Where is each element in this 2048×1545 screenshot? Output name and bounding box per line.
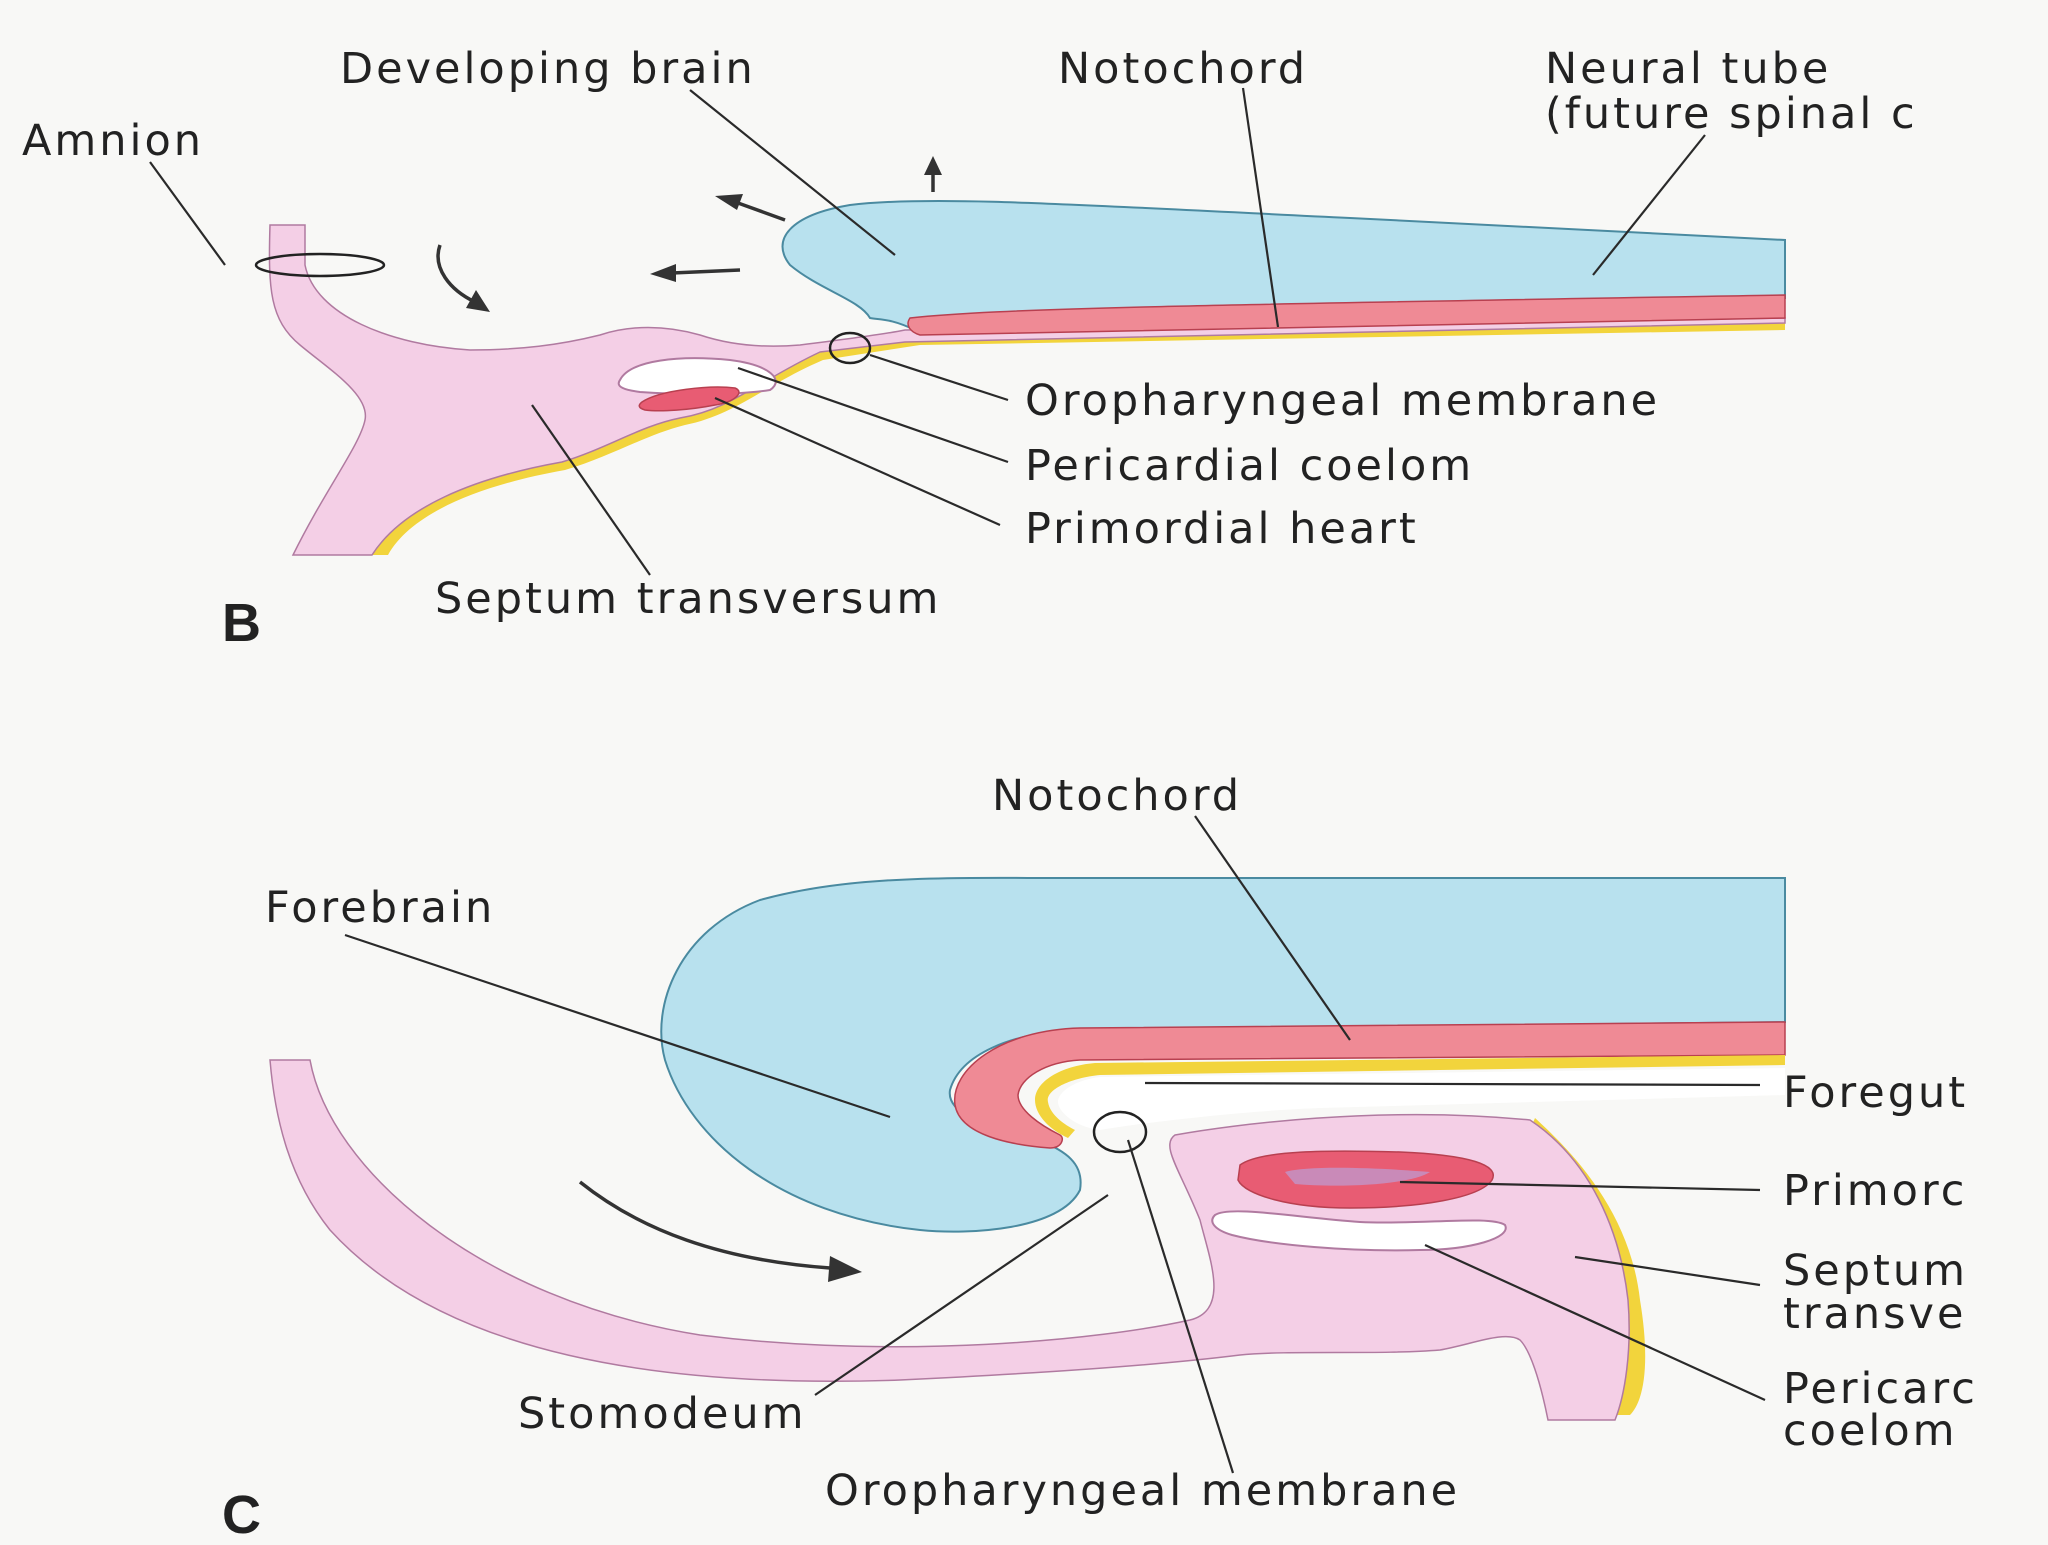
label-neural-tube-line2: (future spinal c (1545, 89, 1918, 139)
panel-c-tissue (269, 1059, 1630, 1421)
label-foregut: Foregut (1783, 1068, 1969, 1118)
leader-notochord-b (1241, 87, 1280, 328)
panel-b-amnion-ring (254, 252, 386, 278)
label-septum-transversum-b: Septum transversum (435, 574, 942, 624)
label-primordial-heart: Primordial heart (1025, 504, 1419, 554)
label-developing-brain: Developing brain (340, 44, 756, 94)
panel-c-membrane-ring (1092, 1110, 1148, 1154)
leader-septum-c (1574, 1255, 1761, 1287)
leader-pericardial-c (1424, 1243, 1766, 1402)
label-oropharyngeal-membrane-b: Oropharyngeal membrane (1025, 376, 1661, 426)
label-septum-c-line2: transve (1783, 1289, 1967, 1339)
leader-neural-tube (1592, 134, 1706, 276)
panel-b-primordial-heart (638, 386, 740, 412)
panel-b-curved-arrowhead (466, 290, 490, 312)
panel-b-letter: B (222, 593, 261, 653)
leader-primordial-heart (714, 396, 1001, 527)
panel-c-curved-arrowhead (828, 1256, 862, 1282)
leader-developing-brain (689, 89, 896, 256)
panel-b-notochord (907, 294, 1786, 336)
leader-amnion (149, 161, 226, 266)
label-oropharyngeal-membrane-c: Oropharyngeal membrane (825, 1466, 1461, 1516)
panel-b-pericardial-coelom (617, 357, 777, 396)
label-primordial-c: Primorc (1783, 1166, 1968, 1216)
panel-b-arrow-upleft-head (715, 194, 743, 210)
leader-primordial-c (1399, 1180, 1761, 1192)
label-neural-tube-line1: Neural tube (1545, 44, 1832, 94)
panel-b-drawing (149, 87, 1786, 576)
leader-stomodeum (814, 1194, 1109, 1396)
panel-c-notochord (954, 1021, 1786, 1149)
leader-pericardial-b (737, 366, 1009, 464)
label-notochord-c: Notochord (992, 771, 1243, 821)
label-notochord-b: Notochord (1058, 44, 1309, 94)
leader-foregut (1144, 1081, 1761, 1087)
panel-b-arrow-left-head (650, 264, 676, 282)
label-pericardial-c-line1: Pericarc (1783, 1364, 1978, 1414)
panel-b-curved-arrow (436, 244, 476, 304)
label-forebrain: Forebrain (265, 883, 496, 933)
label-stomodeum: Stomodeum (518, 1389, 807, 1439)
panel-c-foregut-lining (1035, 1055, 1785, 1138)
label-septum-c-line1: Septum (1783, 1246, 1969, 1296)
panel-b-arrow-upleft-line (737, 201, 786, 222)
panel-c-letter: C (222, 1485, 261, 1545)
leader-notochord-c (1194, 815, 1351, 1041)
leader-oropharyngeal-c (1126, 1139, 1235, 1474)
label-pericardial-c-line2: coelom (1783, 1406, 1958, 1456)
panel-b-arrow-up-head (924, 156, 942, 175)
panel-c-neural-tube (660, 876, 1786, 1233)
label-amnion: Amnion (22, 116, 205, 166)
leader-septum-b (531, 404, 651, 576)
panel-c-heart-lumen (1285, 1167, 1430, 1186)
label-pericardial-coelom-b: Pericardial coelom (1025, 441, 1475, 491)
panel-c-pericardial-coelom (1211, 1210, 1507, 1252)
leader-forebrain (344, 933, 891, 1119)
panel-b-membrane-ring (828, 331, 872, 365)
panel-b-arrow-left-line (671, 268, 741, 275)
panel-c-drawing (269, 815, 1786, 1474)
panel-c-curved-arrow (578, 1180, 831, 1270)
leader-oropharyngeal-b (869, 353, 1009, 402)
